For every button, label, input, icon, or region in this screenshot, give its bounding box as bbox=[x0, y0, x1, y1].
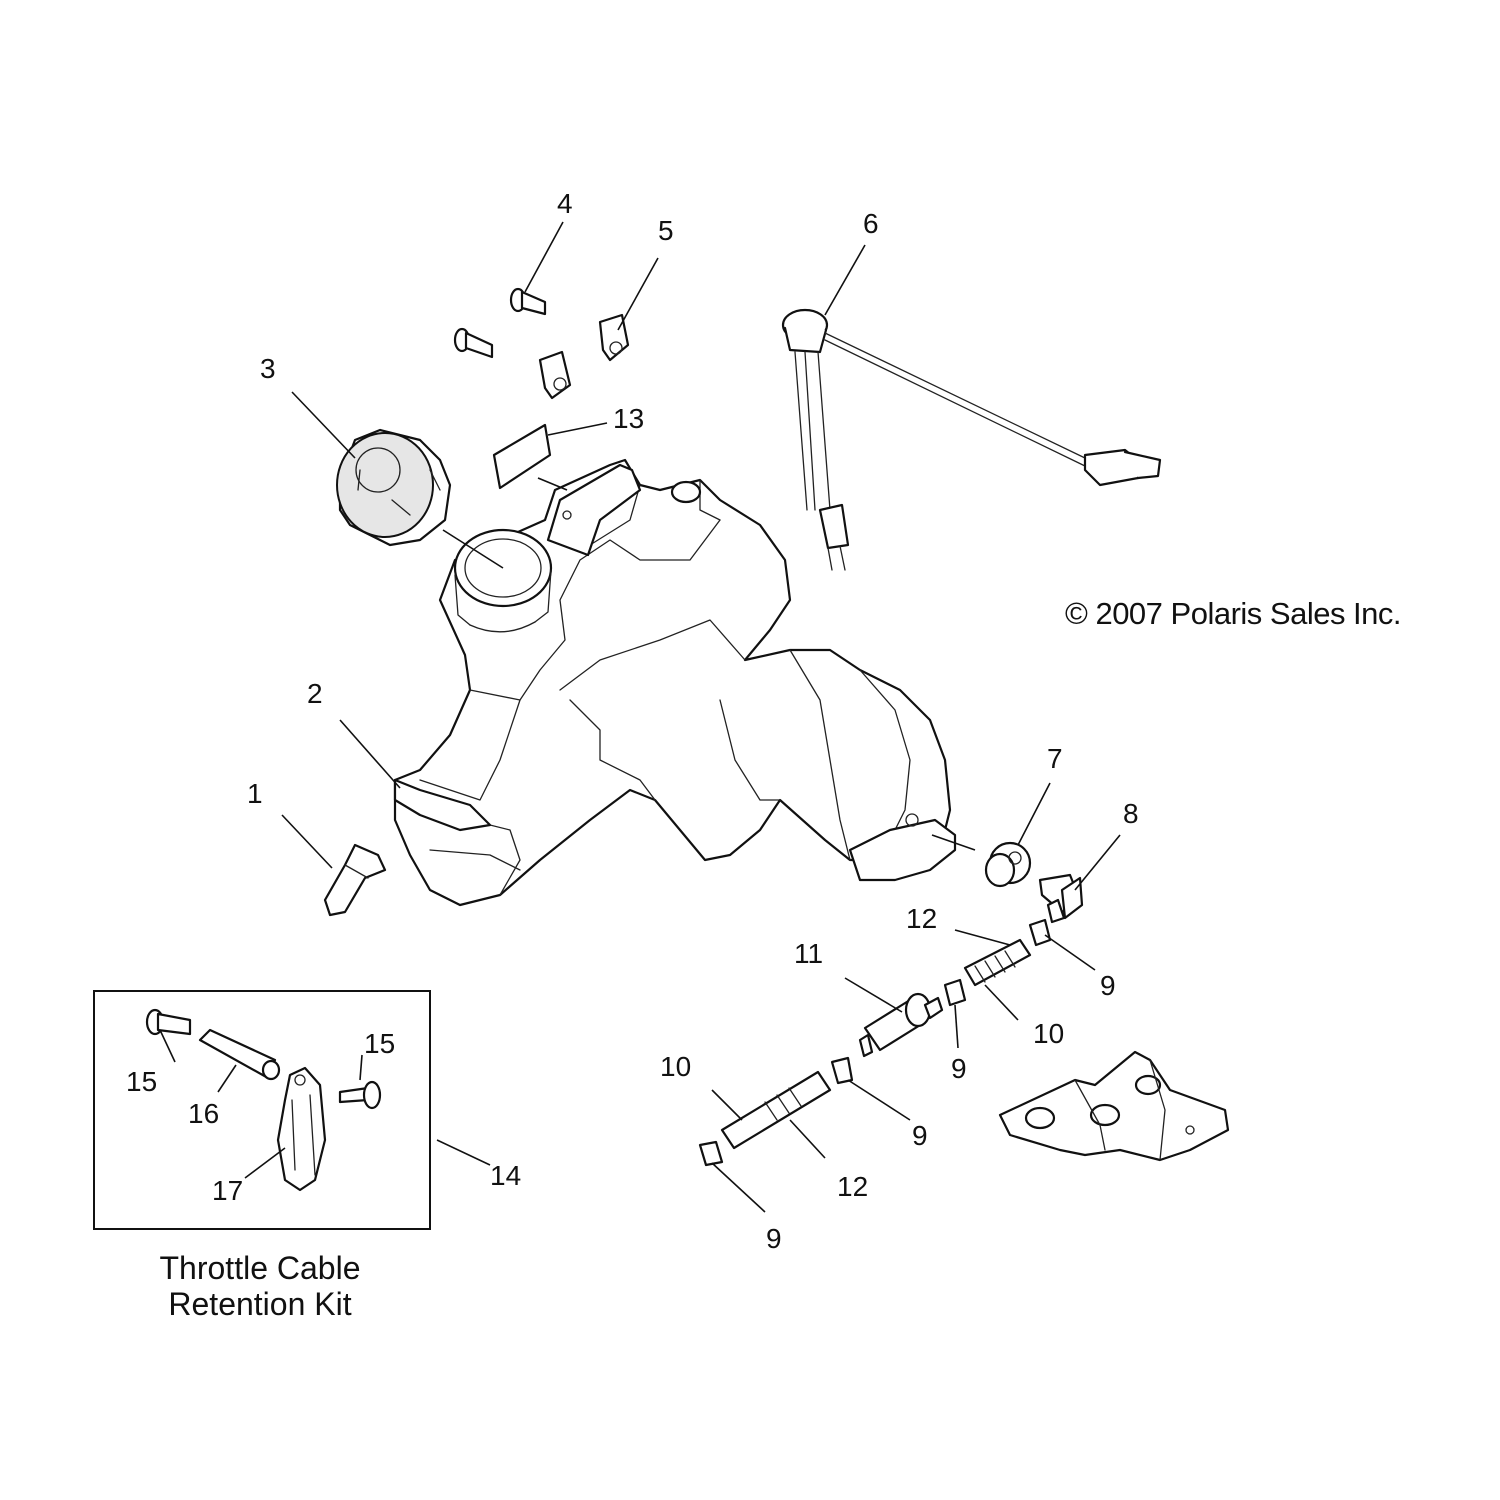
callout-16: 16 bbox=[188, 1098, 220, 1129]
kit-title-line2: Retention Kit bbox=[168, 1286, 352, 1322]
callout-4: 4 bbox=[557, 188, 573, 219]
fuel-tank bbox=[393, 458, 957, 907]
hose-clamp-lower bbox=[830, 1056, 854, 1085]
callout-12-upper: 12 bbox=[906, 903, 938, 934]
callout-9-upper: 9 bbox=[1100, 970, 1116, 1001]
tank-clip bbox=[323, 843, 387, 917]
callout-12-lower: 12 bbox=[837, 1171, 869, 1202]
callout-1: 1 bbox=[247, 778, 263, 809]
callout-3: 3 bbox=[260, 353, 276, 384]
speed-nut-5b bbox=[538, 350, 572, 400]
fuel-sender bbox=[781, 308, 1162, 571]
callout-14: 14 bbox=[490, 1160, 522, 1191]
callout-9-bottom: 9 bbox=[766, 1223, 782, 1254]
fuel-hose-upper bbox=[963, 938, 1032, 987]
leader-lines bbox=[159, 221, 1121, 1213]
callout-8: 8 bbox=[1123, 798, 1139, 829]
hose-clamp-bottom bbox=[698, 1140, 724, 1167]
elbow-fitting bbox=[1038, 873, 1084, 924]
decal bbox=[492, 423, 552, 490]
kit-rivet-left bbox=[145, 1008, 192, 1036]
callout-5: 5 bbox=[658, 215, 674, 246]
callout-10-lower: 10 bbox=[660, 1051, 692, 1082]
copyright-notice: © 2007 Polaris Sales Inc. bbox=[1065, 596, 1402, 631]
callout-10-upper: 10 bbox=[1033, 1018, 1065, 1049]
hose-clamp-mid bbox=[943, 978, 967, 1007]
grommet bbox=[984, 841, 1032, 888]
callout-15-left: 15 bbox=[126, 1066, 158, 1097]
callout-17: 17 bbox=[212, 1175, 244, 1206]
kit-cable-clamp bbox=[276, 1066, 327, 1192]
fuel-filter bbox=[858, 992, 944, 1058]
throttle-cable-retention-kit-box bbox=[93, 990, 431, 1230]
rivet-4 bbox=[509, 287, 547, 316]
callout-15-right: 15 bbox=[364, 1028, 396, 1059]
kit-spacer-tube bbox=[198, 1028, 281, 1081]
callout-13: 13 bbox=[613, 403, 645, 434]
mounting-bracket bbox=[998, 1050, 1230, 1162]
callout-9-lower: 9 bbox=[912, 1120, 928, 1151]
speed-nut-5 bbox=[598, 313, 630, 362]
callout-11: 11 bbox=[794, 938, 824, 969]
callout-9-mid: 9 bbox=[951, 1053, 967, 1084]
kit-title-line1: Throttle Cable bbox=[159, 1250, 361, 1286]
kit-rivet-right bbox=[338, 1080, 382, 1110]
fuel-hose-lower bbox=[720, 1070, 832, 1150]
rivet-4b bbox=[453, 327, 494, 359]
fuel-cap bbox=[336, 428, 452, 547]
callout-7: 7 bbox=[1047, 743, 1063, 774]
callout-2: 2 bbox=[307, 678, 323, 709]
callout-6: 6 bbox=[863, 208, 879, 239]
hose-clamp-upper bbox=[1028, 918, 1052, 947]
